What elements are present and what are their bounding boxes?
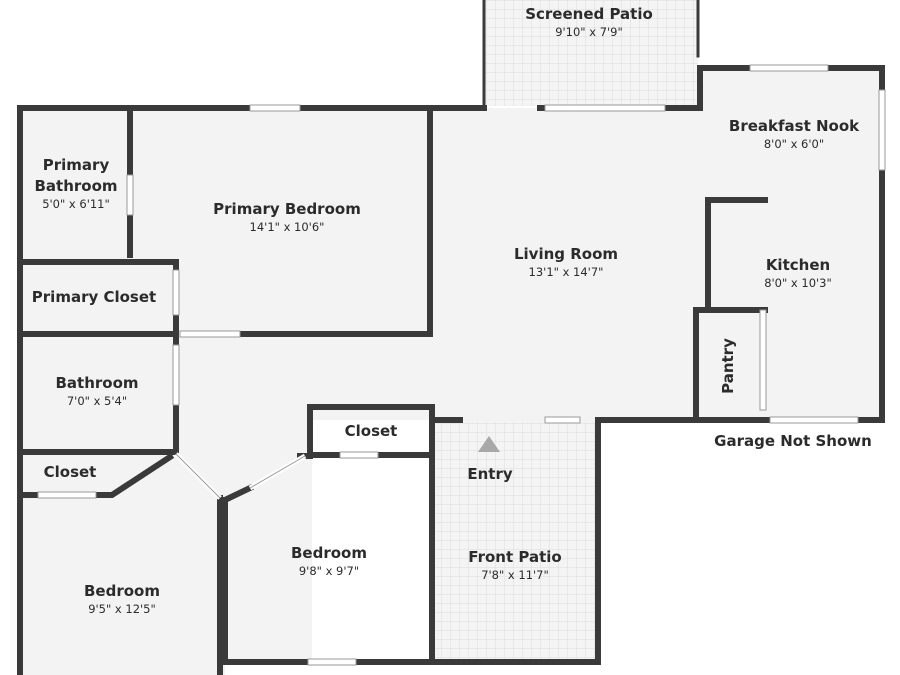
window-primary-bath <box>126 174 134 216</box>
primary-bedroom-name: Primary Bedroom <box>213 200 361 218</box>
window-entry <box>544 416 581 424</box>
bedroom-left-dim: 9'5" x 12'5" <box>88 602 156 616</box>
bedroom-center-dim: 9'8" x 9'7" <box>299 564 359 578</box>
window-primary-bedroom <box>249 104 301 112</box>
window-bedroom-center <box>307 658 357 666</box>
breakfast-nook-dim: 8'0" x 6'0" <box>764 137 824 151</box>
kitchen-dim: 8'0" x 10'3" <box>764 276 832 290</box>
main-floor <box>20 68 882 675</box>
breakfast-nook-name: Breakfast Nook <box>729 117 860 135</box>
screened-patio-dim: 9'10" x 7'9" <box>555 25 623 39</box>
door-diagonal-left-frame <box>175 453 221 499</box>
window-bath-door <box>172 344 180 406</box>
primary-bathroom-name-line2: Bathroom <box>34 177 117 195</box>
pantry-name: Pantry <box>719 338 737 394</box>
front-patio-name: Front Patio <box>468 548 561 566</box>
walls <box>17 0 885 675</box>
screened-patio-floor <box>484 0 698 106</box>
screened-patio-name: Screened Patio <box>525 5 653 23</box>
bathroom-dim: 7'0" x 5'4" <box>67 394 127 408</box>
floor-fills <box>20 0 882 675</box>
bedroom-left-name: Bedroom <box>84 582 160 600</box>
window-living-top <box>544 104 666 112</box>
kitchen-name: Kitchen <box>766 256 830 274</box>
entry-arrow-icon <box>478 436 500 452</box>
living-room-name: Living Room <box>514 245 618 263</box>
primary-closet-name: Primary Closet <box>32 288 156 306</box>
window-nook-top <box>749 64 829 72</box>
closet-left-name: Closet <box>44 463 97 481</box>
window-primary-closet <box>172 269 180 316</box>
bedroom-center-name: Bedroom <box>291 544 367 562</box>
room-labels: Screened Patio 9'10" x 7'9" Breakfast No… <box>32 5 872 616</box>
front-patio-floor <box>434 422 596 662</box>
living-room-dim: 13'1" x 14'7" <box>529 265 604 279</box>
bathroom-name: Bathroom <box>55 374 138 392</box>
window-pantry <box>759 309 767 411</box>
garage-note: Garage Not Shown <box>714 432 872 450</box>
closet-center-name: Closet <box>345 422 398 440</box>
windows <box>37 64 886 666</box>
primary-bedroom-dim: 14'1" x 10'6" <box>250 220 325 234</box>
window-closet-center <box>339 451 379 459</box>
primary-bathroom-name-line1: Primary <box>43 156 110 174</box>
window-primary-bed-door <box>179 330 241 338</box>
window-garage <box>769 416 859 424</box>
entry-name: Entry <box>467 465 512 483</box>
front-patio-dim: 7'8" x 11'7" <box>481 568 549 582</box>
window-closet-left <box>37 491 97 499</box>
primary-bathroom-dim: 5'0" x 6'11" <box>42 197 110 211</box>
door-diagonal-center-frame <box>249 455 306 489</box>
window-nook-right <box>878 89 886 171</box>
